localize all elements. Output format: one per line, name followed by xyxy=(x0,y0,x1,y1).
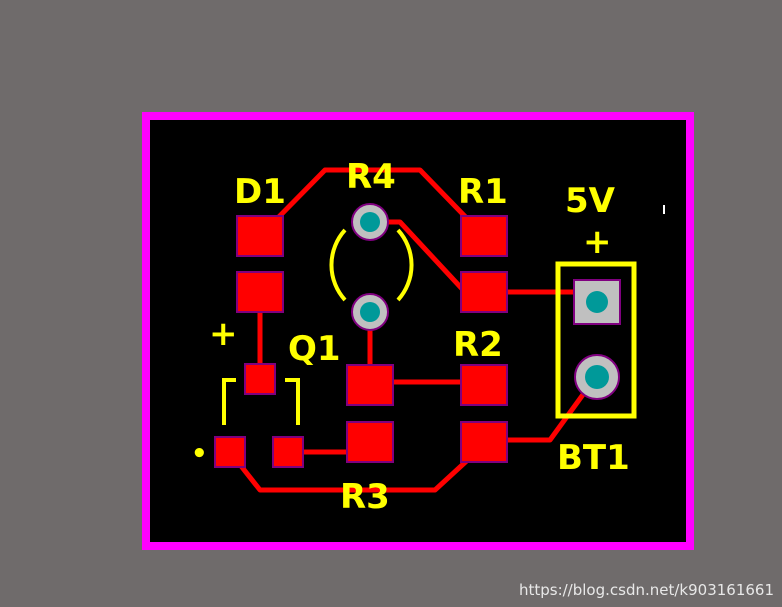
pad-q1-top xyxy=(244,363,276,395)
q1-bracket-left xyxy=(222,378,236,425)
label-plus-bt: + xyxy=(583,222,612,262)
board-outline xyxy=(142,112,694,550)
trace-d1-r1 xyxy=(258,167,486,238)
label-plus-d: + xyxy=(209,314,238,354)
label-r1: R1 xyxy=(458,172,508,212)
r4-vias xyxy=(351,203,389,331)
pad-r1-top xyxy=(460,215,508,257)
bt1-outline xyxy=(555,261,637,419)
pad-d1-top xyxy=(236,215,284,257)
label-r2: R2 xyxy=(453,325,503,365)
r4-arc-left xyxy=(329,228,347,302)
r4-silkscreen xyxy=(329,228,414,302)
bt1-pad-square-drill xyxy=(586,291,608,313)
trace-ground-loop xyxy=(228,443,486,493)
pad-r3-right xyxy=(460,421,508,463)
label-dot: • xyxy=(191,439,208,469)
label-r3: R3 xyxy=(340,477,390,517)
label-r4: R4 xyxy=(346,157,396,197)
pad-r2-left xyxy=(346,364,394,406)
pad-d1-bottom xyxy=(236,271,284,313)
smd-pads xyxy=(214,215,508,468)
q1-bracket-right xyxy=(285,378,300,425)
pad-r1-bottom xyxy=(460,271,508,313)
via-r4-top-drill xyxy=(360,212,380,232)
label-voltage: 5V xyxy=(565,181,616,221)
label-q1: Q1 xyxy=(288,329,341,369)
q1-silkscreen xyxy=(222,378,300,425)
pad-q1-right xyxy=(272,436,304,468)
watermark-url: https://blog.csdn.net/k903161661 xyxy=(518,581,774,599)
pad-r3-left xyxy=(346,421,394,463)
via-r4-bottom-drill xyxy=(360,302,380,322)
r4-arc-right xyxy=(396,228,414,302)
label-bt1: BT1 xyxy=(557,438,630,478)
bt1-pad-round-drill xyxy=(585,365,609,389)
pad-q1-left xyxy=(214,436,246,468)
pad-r2-right xyxy=(460,364,508,406)
label-d1: D1 xyxy=(234,172,286,212)
